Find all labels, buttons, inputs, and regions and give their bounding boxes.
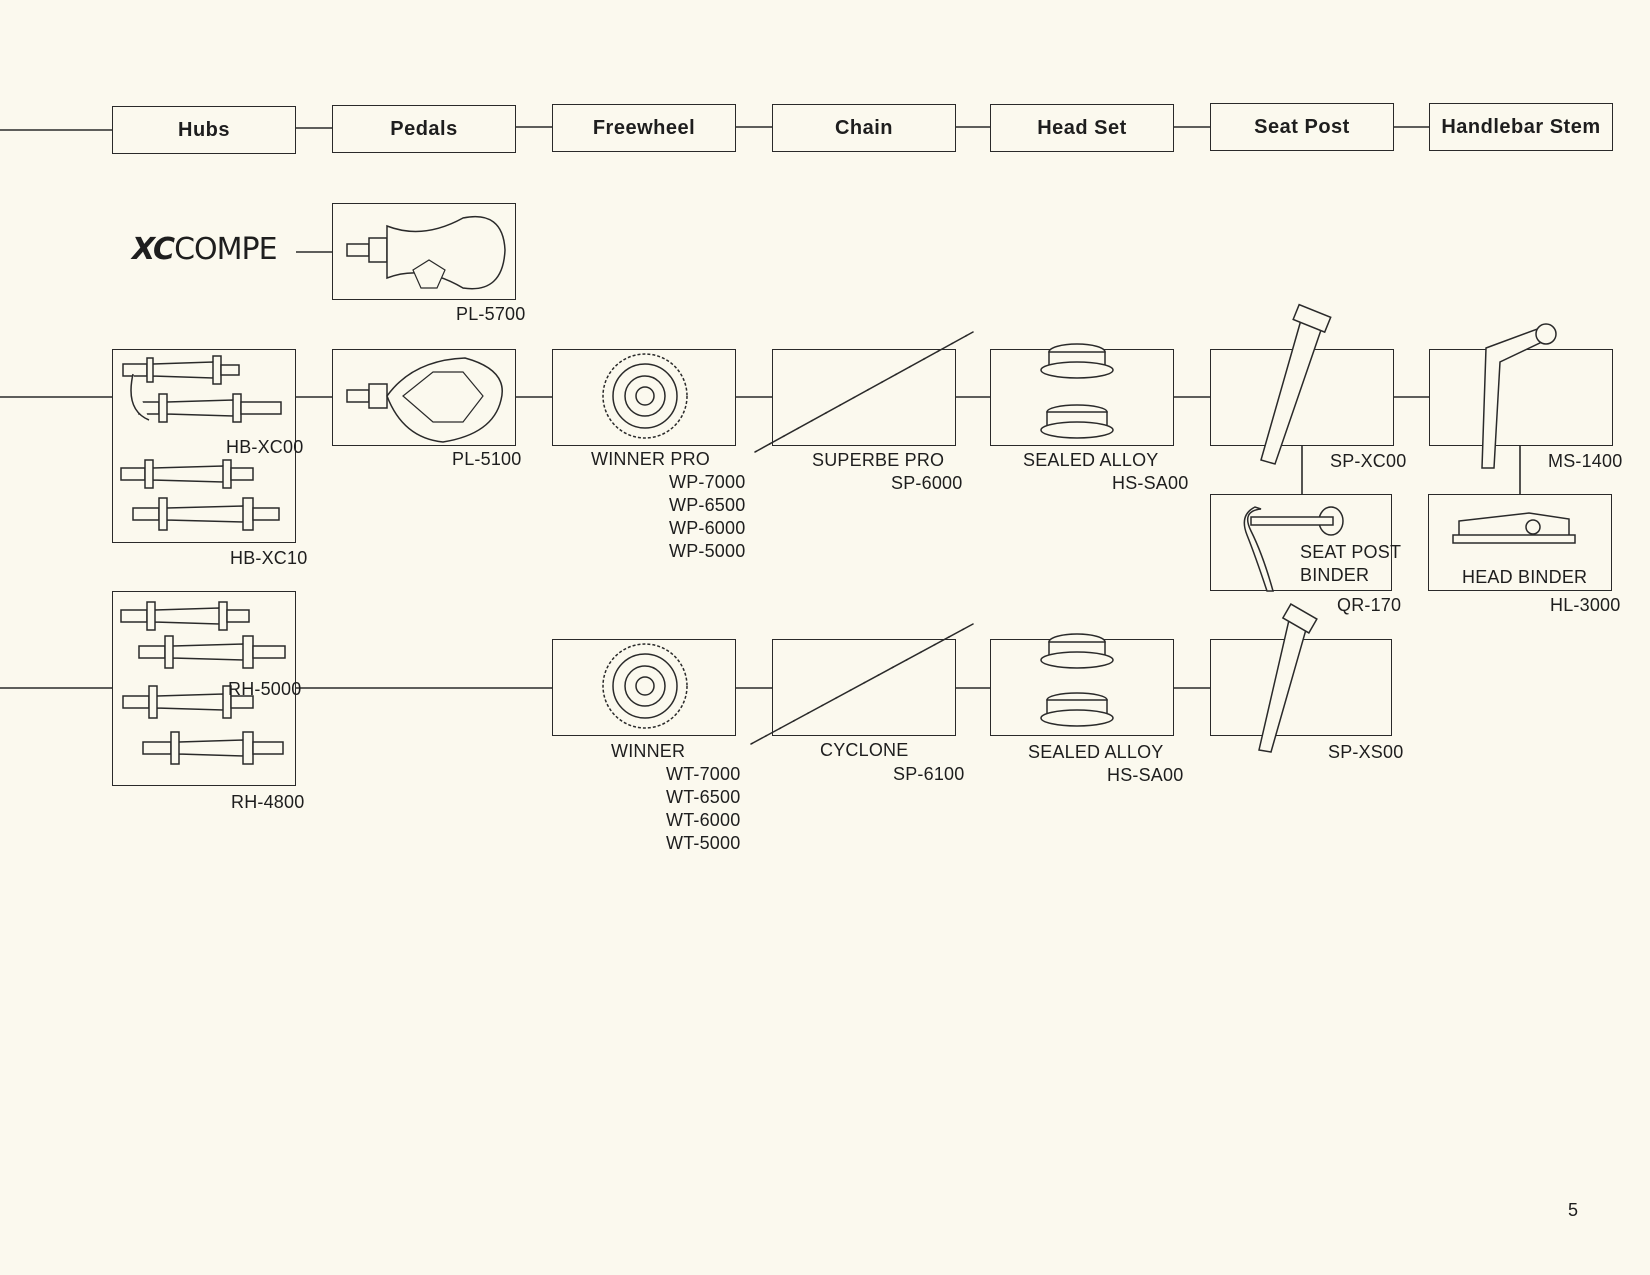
label-ms1400: MS-1400 xyxy=(1548,451,1623,471)
label-spxc00: SP-XC00 xyxy=(1330,451,1407,471)
row1-connectors xyxy=(0,396,1521,494)
label-winner: WINNER xyxy=(611,741,686,761)
label-cyclone: CYCLONE xyxy=(820,740,909,760)
freewheel-winner-pro-box xyxy=(552,349,736,446)
label-pl5700: PL-5700 xyxy=(456,304,526,324)
label-wt6500: WT-6500 xyxy=(666,787,741,807)
label-rh4800: RH-4800 xyxy=(231,792,305,812)
label-sp6100: SP-6100 xyxy=(893,764,965,784)
chain-illustration xyxy=(754,331,974,453)
seat-post-spxc00-box xyxy=(1210,303,1394,465)
label-sealed-alloy-1: SEALED ALLOY xyxy=(1023,450,1159,470)
label-wp6000: WP-6000 xyxy=(669,518,746,538)
pedal-illustration xyxy=(346,216,506,290)
label-sp6000: SP-6000 xyxy=(891,473,963,493)
label-wp6500: WP-6500 xyxy=(669,495,746,515)
label-hssa00-2: HS-SA00 xyxy=(1107,765,1184,785)
label-superbe-pro: SUPERBE PRO xyxy=(812,450,945,470)
seat-post-binder-box xyxy=(1210,494,1392,592)
header-hubs: Hubs xyxy=(112,106,296,154)
label-qr170: QR-170 xyxy=(1337,595,1402,615)
seat-post-spxs00-box xyxy=(1210,603,1392,753)
page-number: 5 xyxy=(1568,1200,1579,1220)
pedal-illustration xyxy=(346,357,503,443)
header-handlebar-stem: Handlebar Stem xyxy=(1429,103,1613,151)
headset-illustration xyxy=(1040,633,1114,727)
hub-set-box xyxy=(112,349,296,543)
stem-ms1400-box xyxy=(1429,323,1613,469)
label-seat-post-binder-line1: SEAT POST xyxy=(1300,542,1402,562)
freewheel-illustration xyxy=(602,643,688,729)
pedal-pl5700-box xyxy=(332,203,516,300)
seat-post-illustration xyxy=(1260,303,1332,465)
label-wt6000: WT-6000 xyxy=(666,810,741,830)
label-pl5100: PL-5100 xyxy=(452,449,522,469)
freewheel-illustration xyxy=(602,353,688,439)
header-head-set: Head Set xyxy=(990,104,1174,152)
stem-illustration xyxy=(1481,323,1557,469)
hub-illustration xyxy=(120,355,282,531)
quick-release-icon xyxy=(1243,506,1344,592)
header-freewheel: Freewheel xyxy=(552,104,736,152)
label-wt5000: WT-5000 xyxy=(666,833,741,853)
label-wp5000: WP-5000 xyxy=(669,541,746,561)
chain-cyclone-box xyxy=(750,623,974,745)
label-rh5000: RH-5000 xyxy=(228,679,302,699)
xc-compe-logo: XCCOMPE xyxy=(132,232,278,267)
header-chain: Chain xyxy=(772,104,956,152)
header-seat-post: Seat Post xyxy=(1210,103,1394,151)
head-binder-icon xyxy=(1452,512,1576,544)
label-hssa00-1: HS-SA00 xyxy=(1112,473,1189,493)
hub-illustration xyxy=(120,601,286,765)
label-hl3000: HL-3000 xyxy=(1550,595,1621,615)
label-head-binder: HEAD BINDER xyxy=(1462,567,1588,587)
chain-illustration xyxy=(750,623,974,745)
label-seat-post-binder-line2: BINDER xyxy=(1300,565,1370,585)
header-connectors xyxy=(0,126,1429,131)
pedal-pl5100-box xyxy=(332,349,516,446)
headset-illustration xyxy=(1040,343,1114,439)
label-hbxc00: HB-XC00 xyxy=(226,437,304,457)
label-spxs00: SP-XS00 xyxy=(1328,742,1404,762)
head-binder-box xyxy=(1428,494,1612,591)
hub-rh-set-box xyxy=(112,591,296,786)
label-wt7000: WT-7000 xyxy=(666,764,741,784)
freewheel-winner-box xyxy=(552,639,736,736)
header-pedals: Pedals xyxy=(332,105,516,153)
label-sealed-alloy-2: SEALED ALLOY xyxy=(1028,742,1164,762)
headset-sealed-alloy-2-box xyxy=(990,633,1174,736)
headset-sealed-alloy-box xyxy=(990,343,1174,446)
label-hbxc10: HB-XC10 xyxy=(230,548,308,568)
label-winner-pro: WINNER PRO xyxy=(591,449,710,469)
seat-post-illustration xyxy=(1258,603,1318,753)
label-wp7000: WP-7000 xyxy=(669,472,746,492)
chain-superbe-pro-box xyxy=(754,331,974,453)
